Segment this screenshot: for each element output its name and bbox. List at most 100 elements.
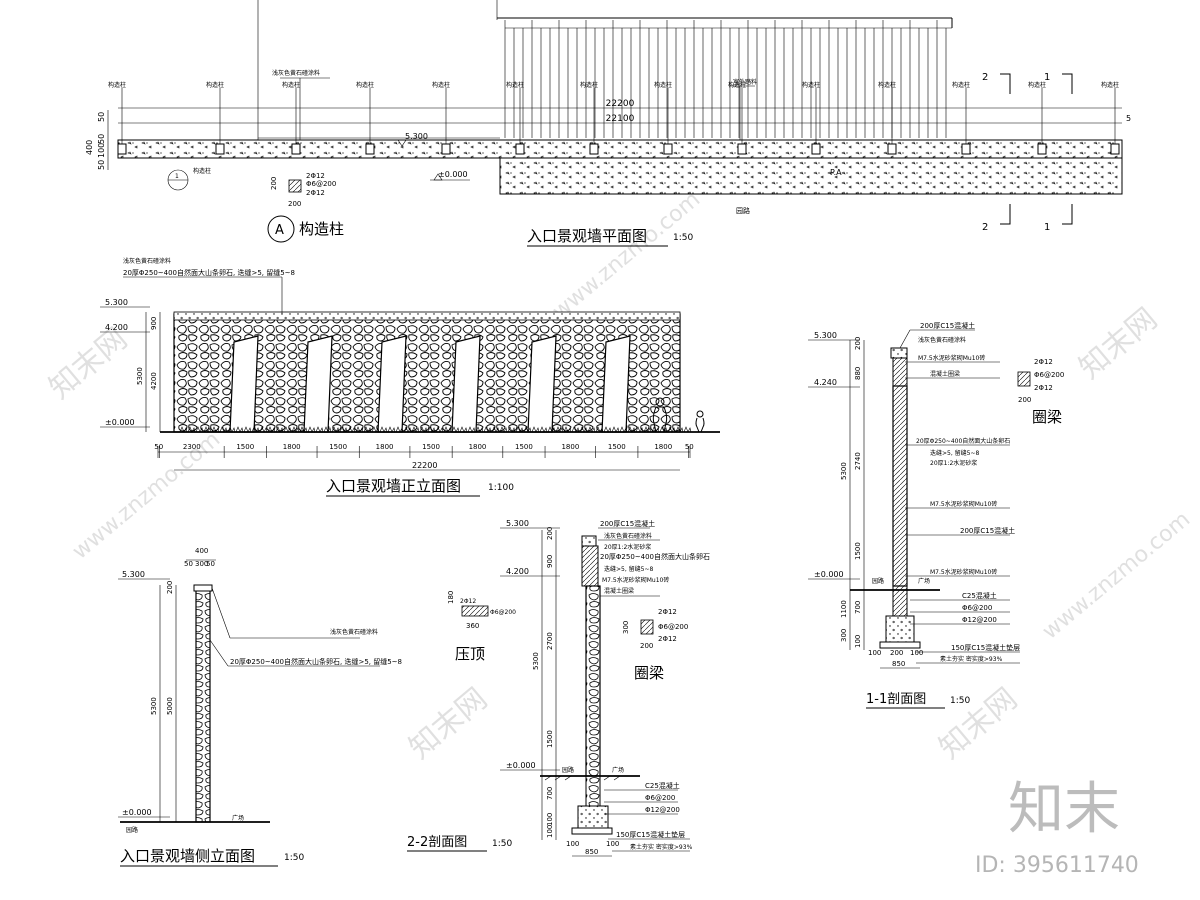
sec22-note-9: Φ6@200	[645, 794, 675, 802]
front-hdim: 1800	[283, 443, 301, 451]
col-rebar-3: 2Φ12	[306, 189, 325, 197]
plan-column-label: 构造柱	[580, 81, 598, 89]
plan-section-mark-2-top: 2	[982, 72, 988, 83]
sec22-vdim-100b: 100	[546, 825, 554, 838]
plan-section-mark-2-bottom: 2	[982, 222, 988, 233]
ringbeam-title: 圈梁	[634, 664, 664, 682]
plan-title: 入口景观墙平面图	[527, 227, 647, 245]
plan-column-label: 构造柱	[506, 81, 524, 89]
section-1-1: 5.300 4.240 ±0.000 200 880 5300 2740 150…	[808, 321, 1064, 709]
plan-wall	[117, 139, 1123, 159]
plan-column-labels: 构造柱构造柱构造柱构造柱构造柱构造柱构造柱构造柱构造柱构造柱构造柱构造柱构造柱构…	[108, 81, 1119, 144]
beam-rebar-3: 2Φ12	[658, 635, 677, 643]
plan-building-lines	[257, 0, 953, 140]
sec22-note-4: 20厚Φ250~400自然面大山条卵石	[600, 552, 710, 561]
front-openings	[179, 335, 692, 433]
front-elevation: 浅灰色黄石碴涂料 20厚Φ250~400自然面大山条卵石, 迭缝>5, 留缝5~…	[100, 257, 720, 497]
watermark-brand-2: 知末网	[403, 681, 494, 766]
sec11-note-10: M7.5水泥砂浆砌Mu10砖	[930, 568, 997, 576]
plan-left-dim-5: 50	[97, 160, 106, 170]
plan-column-label: 构造柱	[432, 81, 450, 89]
plan-column-label: 构造柱	[1101, 81, 1119, 89]
beam-dim-200: 200	[640, 642, 653, 650]
front-vdim-4200: 4200	[150, 372, 158, 390]
front-hdim: 2300	[183, 443, 201, 451]
ringbeam-detail	[640, 619, 654, 635]
sec11-scale: 1:50	[950, 696, 970, 706]
sec22-note-2: 浅灰色黄石碴涂料	[604, 532, 652, 540]
col-dim-1: 200	[270, 177, 278, 190]
front-total-dim: 22200	[412, 461, 437, 470]
side-title: 入口景观墙侧立面图	[120, 847, 255, 865]
sec11-note-13: Φ12@200	[962, 616, 997, 624]
watermark-url-3: www.znzmo.com	[1038, 507, 1195, 645]
sec22-bottom-dim-b: 100	[606, 840, 619, 848]
plan-column	[1037, 143, 1047, 155]
plan-section-mark-1-bottom: 1	[1044, 222, 1050, 233]
plan-column-label: 构造柱	[282, 81, 300, 89]
plan-column-label: 构造柱	[952, 81, 970, 89]
side-vdim-200: 200	[166, 581, 174, 594]
sec22-vdim-5300: 5300	[532, 652, 540, 670]
side-elevation: 400 50 300 50 5.300 ±0.000 200 5300 5000…	[118, 547, 402, 867]
side-note-1: 浅灰色黄石碴涂料	[330, 628, 378, 636]
plan-vertical-lines	[504, 20, 947, 138]
sec22-bottom-dim-a: 100	[566, 840, 579, 848]
sec11-elev-mid: 4.240	[814, 378, 837, 387]
side-top-dim-1: 400	[195, 547, 208, 555]
sec11-note-5: 20厚Φ250~400自然面大山条卵石	[916, 437, 1010, 445]
column-detail	[288, 179, 302, 193]
plan-column	[215, 143, 225, 155]
sec22-scale: 1:50	[492, 839, 512, 849]
plan-dim-22200: 22200	[606, 99, 635, 109]
sec11-beam-dim: 200	[1018, 396, 1031, 404]
plan-index-label: 构造柱	[193, 167, 211, 175]
sec22-elev-ground: ±0.000	[506, 761, 536, 770]
front-hdim: 1500	[236, 443, 254, 451]
sec22-note-3: 20厚1:2水泥砂浆	[604, 543, 651, 551]
front-note-1: 浅灰色黄石碴涂料	[123, 257, 171, 265]
front-hdim: 1500	[608, 443, 626, 451]
sec22-vdim-1500: 1500	[546, 730, 554, 748]
plan-left-dim-2: 400	[85, 140, 94, 155]
sec11-note-6: 迭缝>5, 留缝5~8	[930, 449, 980, 457]
sec22-note-11: 150厚C15混凝土垫层	[616, 830, 685, 839]
cap-rebar-1: Φ6@200	[490, 609, 516, 616]
plan-dim-22100: 22100	[606, 114, 635, 124]
plan-column-label: 构造柱	[654, 81, 672, 89]
watermark-brand-4: 知末网	[933, 681, 1024, 766]
plan-column-label: 构造柱	[356, 81, 374, 89]
svg-text:1: 1	[175, 173, 179, 180]
front-cap	[173, 311, 681, 321]
watermark-url-1: www.znzmo.com	[68, 427, 225, 565]
sec22-notes: 200厚C15混凝土 浅灰色黄石碴涂料 20厚1:2水泥砂浆 20厚Φ250~4…	[598, 519, 710, 852]
plan-column	[441, 143, 451, 155]
front-opening	[229, 335, 259, 433]
cap-title: 压顶	[455, 645, 485, 663]
front-opening	[303, 335, 333, 433]
sec11-note-8: M7.5水泥砂浆砌Mu10砖	[930, 500, 997, 508]
front-hdim: 50	[154, 443, 163, 451]
side-note-2: 20厚Φ250~400自然面大山条卵石, 迭缝>5, 留缝5~8	[230, 657, 402, 666]
plan-left-dim-1: 50	[97, 112, 106, 122]
plan-view: 22200 22100 构造柱构造柱构造柱构造柱构造柱构造柱构造柱构造柱构造柱构…	[85, 0, 1131, 247]
sec11-bottom-dim-b: 200	[890, 649, 903, 657]
sec11-bottom-dim-a: 100	[868, 649, 881, 657]
sec22-vdim-900: 900	[546, 555, 554, 568]
front-hdim: 1800	[561, 443, 579, 451]
side-top-dim-3: 300	[195, 560, 208, 568]
cap-detail	[461, 605, 489, 617]
front-vdim-5300: 5300	[136, 367, 144, 385]
sec22-note-1: 200厚C15混凝土	[600, 519, 655, 528]
sec11-vdim-1100: 1100	[840, 600, 848, 618]
brand-watermark: 知末 ID: 395611740	[975, 777, 1139, 878]
sec11-elev-top: 5.300	[814, 331, 837, 340]
sec11-note-9: 200厚C15混凝土	[960, 526, 1015, 535]
cap-rebar-2: 2Φ12	[460, 598, 476, 605]
side-wall	[195, 589, 211, 823]
plan-elev-top: 5.300	[405, 132, 428, 141]
sec11-ringbeam-title: 圈梁	[1032, 408, 1062, 426]
sec22-note-8: C25混凝土	[645, 781, 680, 790]
plan-column	[887, 143, 897, 155]
col-rebar-2: Φ6@200	[306, 180, 336, 188]
